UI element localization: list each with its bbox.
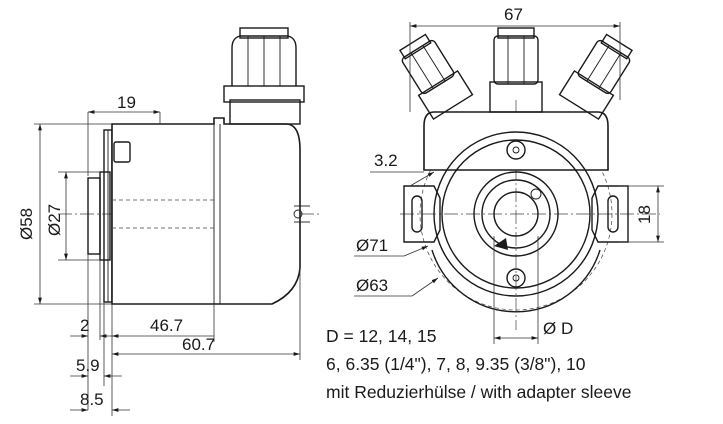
gland-left-base <box>417 69 474 121</box>
shaft-flange-ring <box>99 171 111 261</box>
flange-outline <box>433 131 599 297</box>
dim-bolt-circle-outer: Ø71 <box>356 236 388 255</box>
status-led <box>113 141 131 163</box>
screw-top-center <box>512 146 520 154</box>
screw-bottom-center <box>512 274 520 282</box>
cable-gland-center <box>489 27 543 113</box>
gland-right-rib-1 <box>586 45 610 82</box>
gland-cap <box>239 27 289 39</box>
dim-bore: Ø D <box>543 319 573 338</box>
dim-diameter-hub: Ø27 <box>45 204 64 236</box>
dim-wall: 3.2 <box>374 151 398 170</box>
dim-flange-offset: 2 <box>80 316 89 335</box>
cable-gland-right <box>558 33 633 121</box>
leader-63 <box>411 277 439 297</box>
gland-center-body <box>493 35 539 85</box>
dim-housing-length: 46.7 <box>150 316 183 335</box>
screw-bottom <box>506 268 526 288</box>
gland-center-cap <box>497 27 535 39</box>
notes: D = 12, 14, 15 6, 6.35 (1/4"), 7, 8, 9.3… <box>326 326 631 402</box>
hub-screw <box>530 188 542 200</box>
dim-width: 67 <box>504 5 523 24</box>
clamp-left-slot <box>411 195 423 233</box>
flange-inner <box>441 139 591 289</box>
gland-right-cap <box>600 33 633 60</box>
cable-gland-left <box>399 33 474 121</box>
gland-left-rib-1 <box>410 52 434 89</box>
dim-shaft-step-b: 8.5 <box>80 390 104 409</box>
clamp-left <box>403 185 441 243</box>
gland-left-body <box>401 39 455 95</box>
dim-bolt-circle-inner: Ø63 <box>356 276 388 295</box>
hub-outer <box>473 171 559 257</box>
dim-total-length: 60.7 <box>182 335 215 354</box>
dim-diameter-body: Ø58 <box>17 208 36 240</box>
cable-gland-side <box>223 27 305 125</box>
hub-ring <box>481 179 551 249</box>
screw-top <box>506 140 526 160</box>
dim-shaft-step-a: 5.9 <box>76 356 100 375</box>
body-arc-lower <box>431 249 601 313</box>
gland-right-body <box>577 39 631 95</box>
shaft-bore <box>493 191 539 237</box>
note-line-1: D = 12, 14, 15 <box>326 326 436 346</box>
rear-screw <box>293 209 303 219</box>
side-view: 19 Ø58 Ø27 2 46.7 60.7 5.9 <box>17 27 320 416</box>
gland-right-base <box>558 69 615 121</box>
dim-flange-depth: 19 <box>117 93 136 112</box>
note-line-3: mit Reduzierhülse / with adapter sleeve <box>326 382 631 402</box>
encoder-housing <box>111 117 301 305</box>
gland-left-cap <box>399 33 432 60</box>
note-line-2: 6, 6.35 (1/4"), 7, 8, 9.35 (3/8"), 10 <box>326 354 586 374</box>
gland-center-base <box>489 81 543 113</box>
dim-slot: 18 <box>635 205 654 224</box>
gland-base <box>229 99 301 125</box>
leader-71 <box>403 245 429 257</box>
shaft-collar <box>87 177 101 255</box>
front-view: 67 3.2 18 Ø71 Ø63 Ø D <box>354 5 664 344</box>
gland-right-rib-2 <box>598 52 622 89</box>
gland-left-rib-2 <box>422 45 446 82</box>
clamp-right-slot <box>607 195 619 233</box>
hub-key-mark <box>494 238 508 250</box>
leader-3-2 <box>409 171 435 187</box>
